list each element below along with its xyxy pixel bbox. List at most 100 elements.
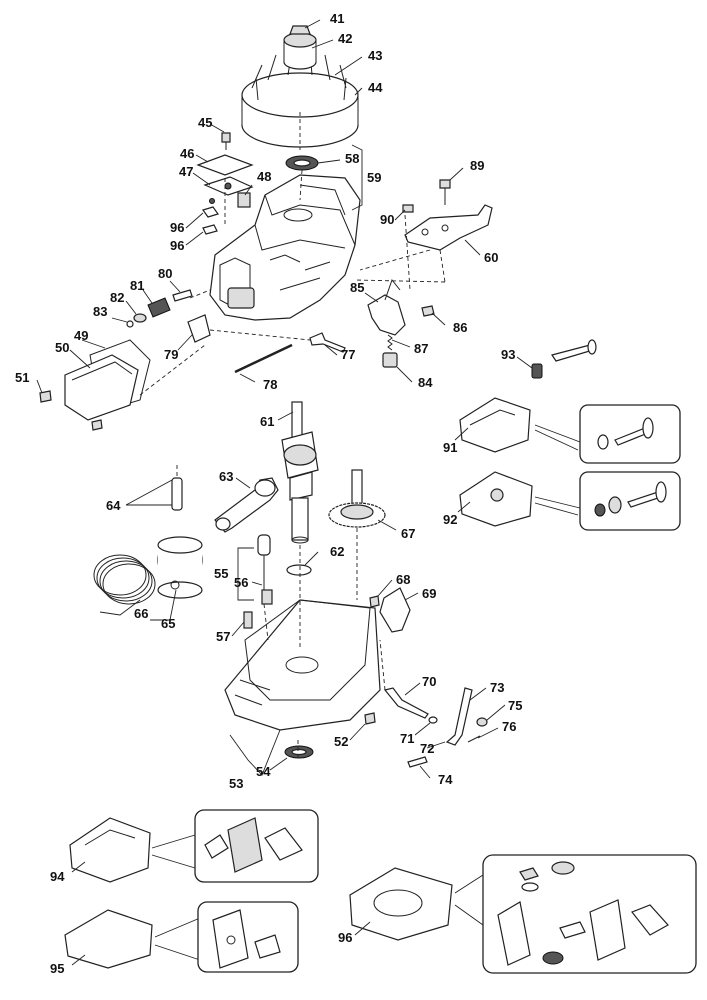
washer-96-a — [202, 206, 219, 218]
callout-95 — [197, 901, 299, 973]
governor-shaft-70 — [383, 687, 429, 719]
breather-55 — [257, 534, 273, 605]
part-label: 87 — [414, 341, 428, 356]
part-label: 96 — [170, 238, 184, 253]
governor-69 — [379, 587, 411, 633]
pushrod-78 — [234, 343, 293, 374]
nut-75 — [476, 717, 488, 727]
part-label: 64 — [106, 498, 121, 513]
part-label: 72 — [420, 741, 434, 756]
part-label: 55 — [214, 566, 228, 581]
block-48 — [237, 192, 251, 208]
part-label: 75 — [508, 698, 522, 713]
part-label: 85 — [350, 280, 364, 295]
bolt-86 — [421, 305, 435, 317]
part-label: 57 — [216, 629, 230, 644]
part-label: 73 — [490, 680, 504, 695]
flywheel — [241, 25, 359, 148]
part-label: 65 — [161, 616, 175, 631]
bolt-51 — [39, 390, 52, 403]
plate-79 — [187, 314, 211, 343]
kit-bag-96 — [349, 867, 453, 941]
part-label: 80 — [158, 266, 172, 281]
bolt-52 — [364, 712, 376, 725]
part-label: 59 — [367, 170, 381, 185]
part-label: 60 — [484, 250, 498, 265]
piston-rings-66 — [93, 554, 156, 605]
part-label: 69 — [422, 586, 436, 601]
part-label: 43 — [368, 48, 382, 63]
spacer-82 — [133, 313, 147, 323]
bolt-89 — [439, 179, 451, 189]
part-label: 89 — [470, 158, 484, 173]
part-label: 42 — [338, 31, 352, 46]
construction-lines — [139, 112, 446, 758]
part-label: 48 — [257, 169, 271, 184]
part-label: 79 — [164, 347, 178, 362]
bolt-90 — [402, 204, 414, 213]
screw-45 — [221, 132, 231, 143]
part-label: 44 — [368, 80, 383, 95]
kit-bag-95 — [64, 909, 153, 969]
valve-77 — [309, 332, 346, 353]
kit-bag-91 — [459, 397, 531, 453]
valve-cover-50 — [64, 354, 139, 421]
part-label: 47 — [179, 164, 193, 179]
part-label: 81 — [130, 278, 144, 293]
part-label: 50 — [55, 340, 69, 355]
part-label: 74 — [438, 772, 453, 787]
part-label: 71 — [400, 731, 414, 746]
spring-93 — [531, 363, 543, 379]
part-label: 78 — [263, 377, 277, 392]
part-label: 91 — [443, 440, 457, 455]
part-label: 68 — [396, 572, 410, 587]
kit-bag-94 — [69, 817, 151, 883]
part-label: 96 — [170, 220, 184, 235]
pin-80 — [172, 289, 193, 302]
piston-pin-64 — [171, 477, 183, 511]
part-label: 56 — [234, 575, 248, 590]
part-label: 94 — [50, 869, 65, 884]
part-label: 83 — [93, 304, 107, 319]
part-label: 53 — [229, 776, 243, 791]
pin-74 — [407, 756, 428, 768]
washer-83 — [126, 320, 134, 328]
part-label: 84 — [418, 375, 433, 390]
part-label: 96 — [338, 930, 352, 945]
leader-lines — [36, 19, 533, 966]
part-label: 76 — [502, 719, 516, 734]
part-label: 46 — [180, 146, 194, 161]
gasket-46 — [196, 154, 254, 176]
part-label: 45 — [198, 115, 212, 130]
bracket-60 — [404, 204, 493, 251]
part-label: 41 — [330, 11, 344, 26]
part-label: 92 — [443, 512, 457, 527]
bolt-68 — [369, 595, 380, 608]
part-label: 70 — [422, 674, 436, 689]
part-label: 86 — [453, 320, 467, 335]
part-label: 93 — [501, 347, 515, 362]
part-label: 63 — [219, 469, 233, 484]
part-label: 67 — [401, 526, 415, 541]
part-label: 61 — [260, 414, 274, 429]
governor-arm-85 — [367, 294, 406, 336]
pin-76 — [467, 735, 481, 743]
part-label: 52 — [334, 734, 348, 749]
part-label: 66 — [134, 606, 148, 621]
lever-73 — [445, 687, 473, 746]
part-label: 77 — [341, 347, 355, 362]
washer-71 — [428, 716, 438, 724]
crankshaft-61 — [281, 401, 319, 544]
part-label: 54 — [256, 764, 271, 779]
part-label: 90 — [380, 212, 394, 227]
washer-96-b — [202, 224, 218, 235]
cap-84 — [382, 352, 398, 368]
part-label: 62 — [330, 544, 344, 559]
sump-53 — [224, 599, 381, 731]
plug-57 — [243, 611, 253, 629]
piston-65 — [157, 536, 203, 599]
part-label: 51 — [15, 370, 29, 385]
spring-87 — [387, 334, 393, 351]
